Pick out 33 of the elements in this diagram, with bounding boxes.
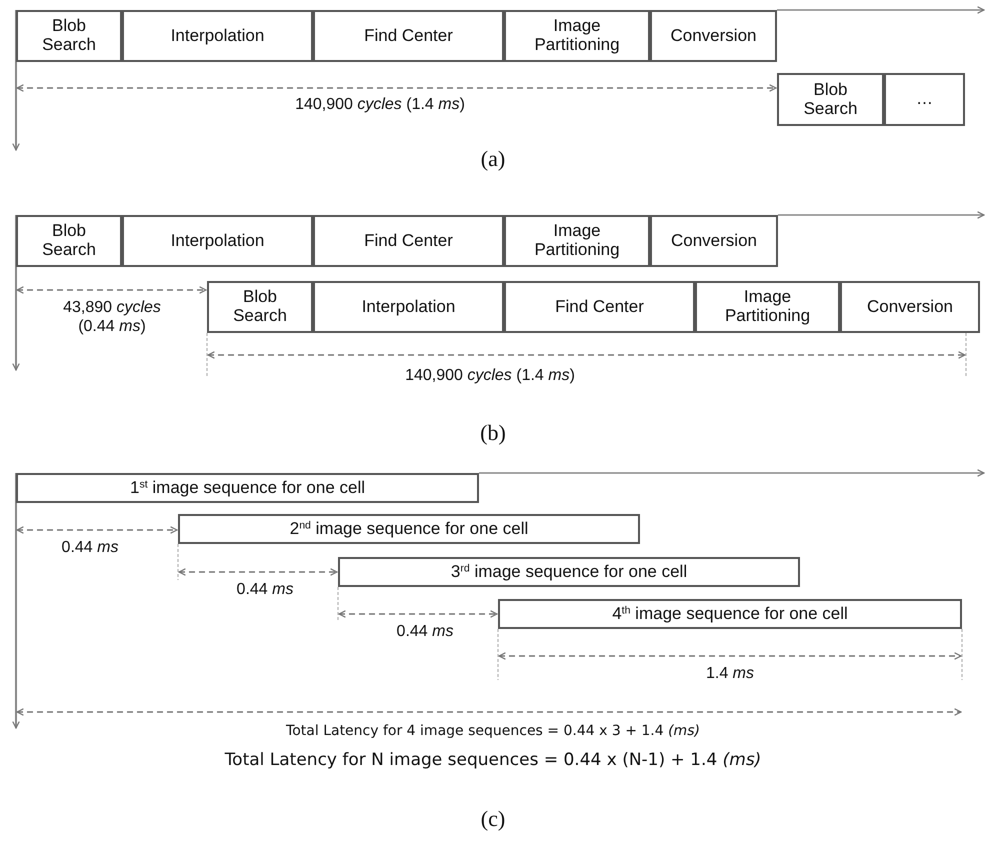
stage-box: Conversion: [650, 10, 777, 62]
panel-caption: (c): [480, 806, 506, 832]
stage-box: Blob Search: [207, 281, 313, 333]
stage-box: Image Partitioning: [504, 10, 650, 62]
stage-box: Blob Search: [16, 215, 122, 267]
duration-label: 1.4 ms: [706, 664, 754, 684]
stage-box: Conversion: [650, 215, 778, 267]
duration-label: 0.44 ms: [62, 538, 118, 558]
duration-label: 0.44 ms: [236, 580, 294, 600]
stage-box: Find Center: [504, 281, 695, 333]
stage-box: …: [884, 73, 965, 126]
stage-box: 3$^{rd}$ image sequence for one cell: [338, 557, 800, 587]
duration-label: 0.44 ms: [396, 622, 454, 642]
stage-box: 1$^{st}$ image sequence for one cell: [16, 473, 479, 503]
stage-box: Conversion: [840, 281, 980, 333]
stage-box: Find Center: [313, 215, 504, 267]
stage-box: Interpolation: [122, 10, 313, 62]
stage-box: Blob Search: [777, 73, 884, 126]
stage-box: 4$^{th}$ image sequence for one cell: [498, 599, 962, 629]
formula-text: Total Latency for 4 image sequences = 0.44 x 3 + 1.4 (ms): [286, 723, 700, 740]
stage-box: Blob Search: [16, 10, 122, 62]
duration-label: 140,900 cycles (1.4 ms): [295, 95, 465, 114]
stage-box: Image Partitioning: [504, 215, 650, 267]
panel-caption: (a): [480, 146, 506, 172]
duration-label: 43,890 cycles (0.44 ms): [62, 298, 162, 336]
duration-label: 140,900 cycles (1.4 ms): [405, 366, 575, 386]
panel-caption: (b): [480, 420, 506, 446]
stage-box: 2$^{nd}$ image sequence for one cell: [178, 514, 640, 544]
stage-box: Find Center: [313, 10, 504, 62]
formula-text: Total Latency for N image sequences = 0.44 x (N-1) + 1.4 (ms): [224, 750, 762, 770]
stage-box: Interpolation: [313, 281, 504, 333]
stage-box: Image Partitioning: [695, 281, 840, 333]
stage-box: Interpolation: [122, 215, 313, 267]
